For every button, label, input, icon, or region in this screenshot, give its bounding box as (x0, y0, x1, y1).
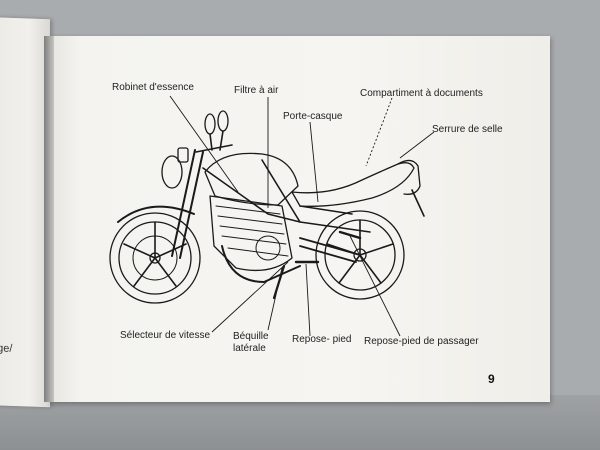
leader-gear-shift (211, 261, 289, 333)
front-spokes (123, 221, 187, 287)
label-fuel-valve: Robinet d'essence (112, 82, 194, 93)
front-fender (117, 205, 195, 223)
leader-passenger-footpeg (349, 235, 401, 337)
label-seat-lock: Serrure de selle (432, 124, 503, 135)
leader-seat-lock (399, 131, 435, 159)
swingarm (299, 237, 361, 263)
seat (291, 162, 415, 207)
frame (202, 159, 371, 233)
right-mirror (217, 110, 229, 132)
page-number: 9 (488, 372, 495, 386)
leader-fuel-valve (169, 95, 239, 193)
label-gear-shift: Sélecteur de vitesse (120, 330, 211, 341)
leader-footpeg (305, 263, 311, 337)
instrument (177, 147, 189, 163)
label-side-stand-line2: latérale (233, 343, 266, 354)
fuel-tank (204, 152, 299, 206)
handlebar (195, 130, 233, 153)
label-side-stand-line1: Béquille (233, 331, 269, 342)
label-helmet-holder: Porte-casque (283, 111, 343, 122)
engine-block (209, 195, 293, 272)
label-passenger-footpeg: Repose-pied de passager (364, 336, 479, 347)
headlight (161, 155, 183, 189)
passenger-footpeg-bar (338, 230, 362, 240)
front-tire (109, 212, 201, 304)
engine-cover (255, 235, 281, 261)
label-document-compartment: Compartiment à documents (360, 88, 483, 99)
license-bracket (411, 189, 425, 217)
engine-fins (215, 205, 289, 257)
rear-tire (315, 210, 405, 300)
book-gutter (44, 36, 54, 402)
tail-cowl (397, 159, 421, 195)
leader-side-stand (267, 267, 283, 331)
label-air-filter: Filtre à air (234, 85, 279, 96)
table-surface (0, 395, 600, 450)
leader-document-compartment (365, 97, 393, 167)
label-footpeg: Repose- pied (292, 334, 352, 345)
exhaust (221, 245, 301, 283)
left-mirror (204, 113, 216, 135)
leader-helmet-holder (309, 121, 319, 203)
front-forks (171, 149, 204, 259)
